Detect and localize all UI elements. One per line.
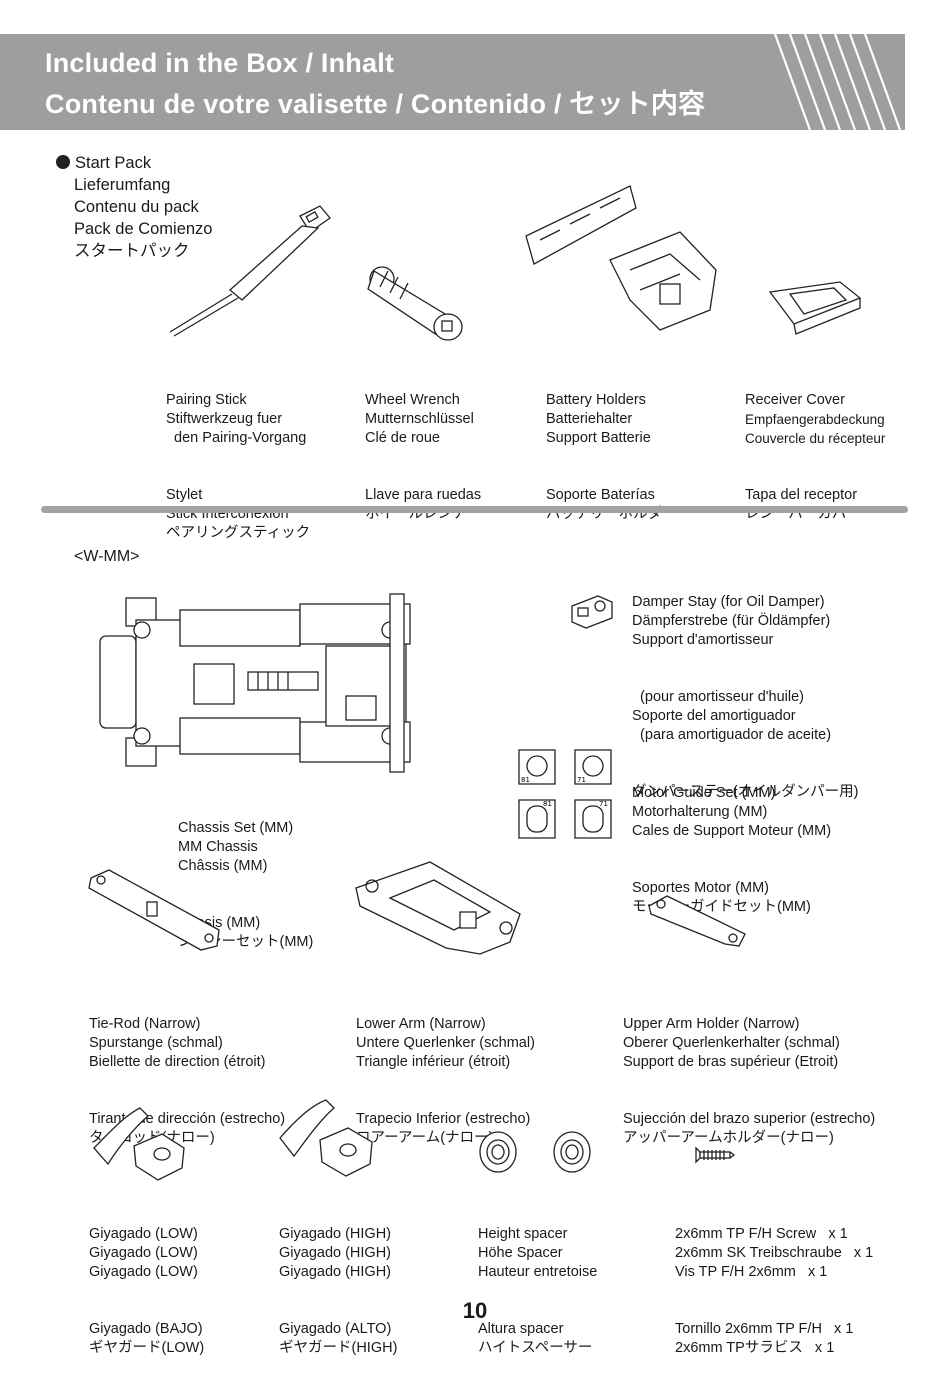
header-title-line2: Contenu de votre valisette / Contenido /… [45,89,706,119]
damper-stay-label: Damper Stay (for Oil Damper)Dämpferstreb… [632,594,859,800]
motor-guide-tag: 71 [599,800,608,808]
lower-arm-label: Lower Arm (Narrow)Untere Querlenker (sch… [356,1016,535,1146]
lower-arm-illustration [355,861,521,955]
giyagado-high-label: Giyagado (HIGH)Giyagado (HIGH)Giyagado (… [279,1226,398,1356]
wheel-wrench-illustration [367,266,463,341]
header-stripes-decoration [773,34,902,130]
battery-holders-illustration [525,185,717,331]
giyagado-low-label: Giyagado (LOW)Giyagado (LOW)Giyagado (LO… [89,1226,205,1356]
giyagado-low-illustration [93,1107,185,1181]
motor-guide-tag: 81 [521,776,530,784]
bullet-icon [56,155,70,169]
upper-arm-holder-label: Upper Arm Holder (Narrow)Oberer Querlenk… [623,1016,876,1146]
screw-illustration [695,1146,736,1164]
motor-guide-tag: 71 [577,776,586,784]
motor-guide-tag: 81 [543,800,552,808]
chassis-set-illustration [99,593,411,773]
pairing-stick-illustration [169,205,331,337]
motor-guide-set-illustration: 81 71 81 71 [518,749,612,839]
giyagado-high-illustration [279,1099,373,1177]
damper-stay-illustration [571,595,613,629]
height-spacer-illustration [479,1131,591,1173]
tie-rod-illustration [88,869,220,951]
section-divider [41,506,908,513]
header-title-line1: Included in the Box / Inhalt [45,48,395,78]
receiver-cover-illustration [768,281,862,335]
page-header-banner: Included in the Box / Inhalt Contenu de … [0,34,905,130]
page-number: 10 [462,1298,488,1323]
section-title: <W-MM> [74,548,140,565]
motor-guide-set-label: Motor Guide Set (MM)Motorhalterung (MM)C… [632,785,832,915]
start-pack-heading: Start Pack Lieferumfang Contenu du pack … [56,152,213,262]
upper-arm-holder-illustration [648,895,746,947]
